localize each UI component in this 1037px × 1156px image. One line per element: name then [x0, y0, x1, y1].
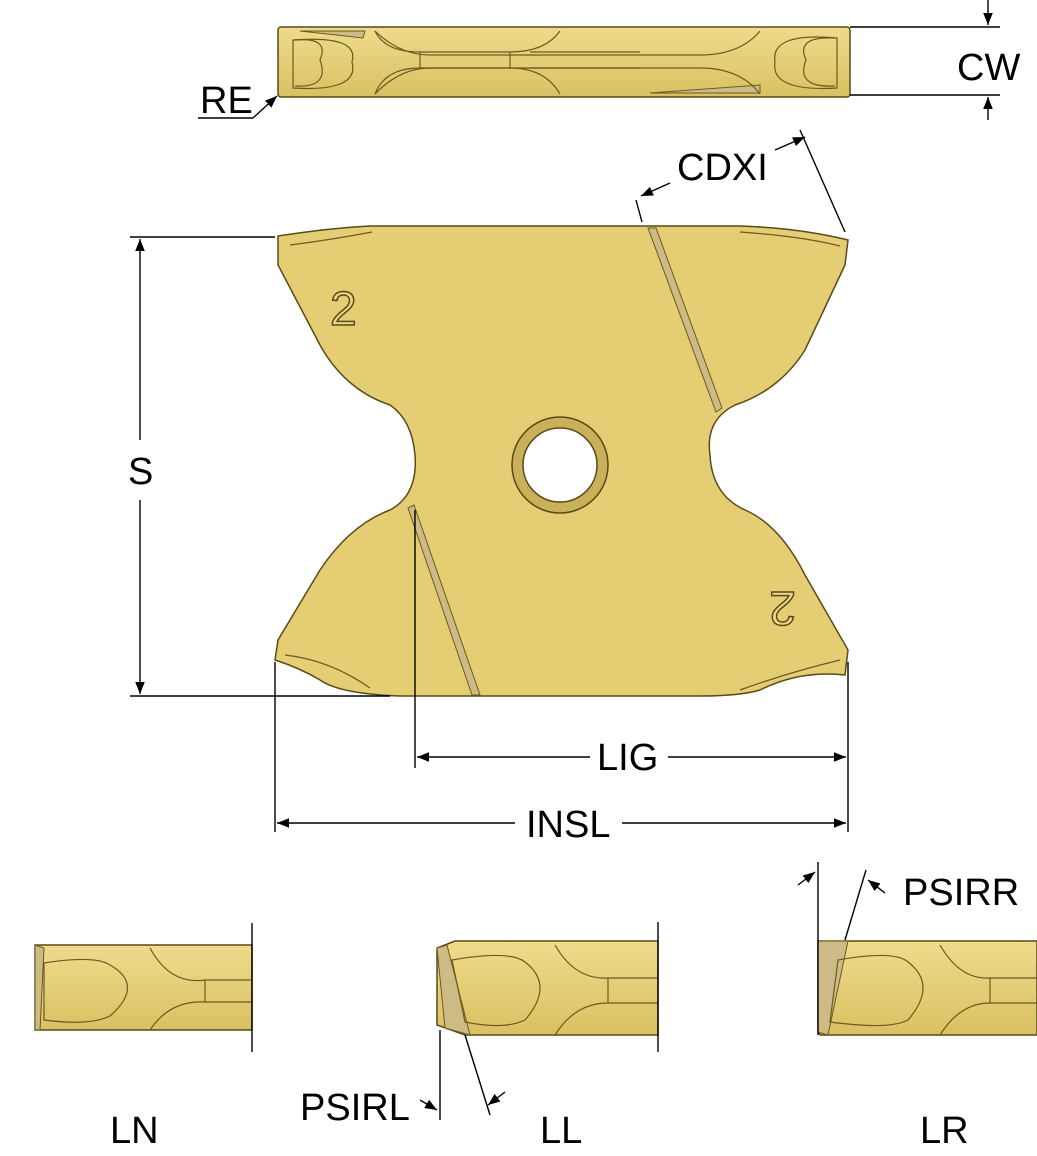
lr-label: LR — [920, 1110, 969, 1152]
ll-view — [436, 922, 659, 1120]
ll-label: LL — [540, 1110, 582, 1152]
re-label: RE — [200, 80, 253, 122]
top-view — [277, 26, 851, 98]
psirr-label: PSIRR — [903, 872, 1019, 914]
cw-label: CW — [957, 47, 1020, 89]
ln-view — [34, 923, 253, 1052]
lr-view — [817, 862, 1037, 1036]
ln-label: LN — [110, 1110, 159, 1152]
cdxi-label: CDXI — [677, 147, 768, 189]
insert-number-top: 2 — [330, 283, 357, 336]
insl-label: INSL — [526, 804, 610, 846]
insert-main-view: 2 2 — [274, 225, 849, 697]
lig-label: LIG — [597, 737, 658, 779]
s-label: S — [128, 451, 153, 493]
psirl-label: PSIRL — [300, 1087, 410, 1129]
insert-number-bottom: 2 — [769, 581, 796, 634]
